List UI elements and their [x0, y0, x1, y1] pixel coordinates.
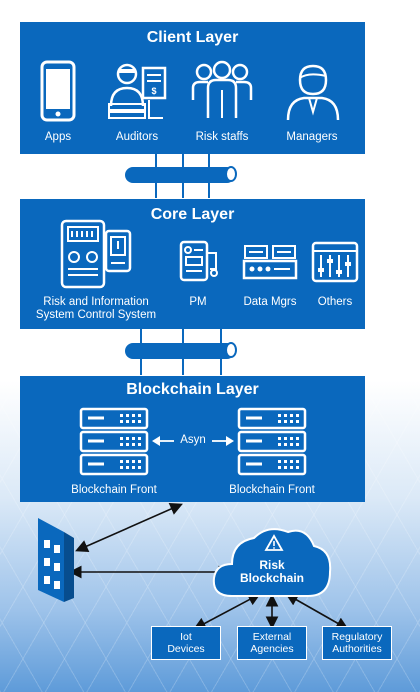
auditor-icon: $	[108, 63, 167, 119]
iot-devices-node: Iot Devices	[151, 626, 221, 660]
server-icon	[79, 407, 149, 476]
risk-staffs-label: Risk staffs	[195, 131, 249, 143]
core-layer-title: Core Layer	[150, 206, 235, 223]
bidirectional-arrow-icon	[152, 436, 234, 446]
managers-label: Managers	[286, 131, 338, 143]
core-layer: Core Layer Risk and Information System C…	[20, 199, 365, 329]
manager-icon	[286, 64, 340, 121]
pm-label: PM	[189, 296, 207, 308]
iot-devices-label: Iot Devices	[167, 631, 205, 655]
control-panel-icon	[60, 219, 132, 289]
bus-end	[225, 342, 237, 358]
server-icon	[237, 407, 307, 476]
data-bus	[125, 342, 237, 359]
regulatory-authorities-label: Regulatory Authorities	[331, 631, 383, 655]
others-label: Others	[317, 296, 353, 308]
client-layer-title: Client Layer	[146, 29, 239, 46]
blockchain-layer: Blockchain Layer Blockchain Front	[20, 376, 365, 502]
external-agencies-label: External Agencies	[250, 631, 294, 655]
asyn-label: Asyn	[180, 434, 206, 446]
risk-system-label: Risk and Information System Control Syst…	[35, 296, 157, 321]
equalizer-icon	[311, 241, 359, 283]
network-links	[68, 503, 349, 630]
auditors-label: Auditors	[115, 131, 159, 143]
data-mgrs-label: Data Mgrs	[243, 296, 297, 308]
building-icon	[38, 518, 74, 602]
smartphone-icon	[40, 60, 76, 122]
risk-blockchain-label: Risk Blockchain	[239, 558, 305, 585]
apps-label: Apps	[44, 131, 72, 143]
data-bus	[125, 166, 237, 183]
device-icon	[179, 240, 218, 282]
client-layer: Client Layer Apps $ Auditors Risk staffs	[20, 22, 365, 154]
blockchain-front-right-label: Blockchain Front	[229, 484, 315, 496]
blockchain-front-left-label: Blockchain Front	[71, 484, 157, 496]
cloud-icon	[212, 528, 332, 597]
bus-end	[225, 166, 237, 182]
console-icon	[242, 245, 298, 280]
regulatory-authorities-node: Regulatory Authorities	[322, 626, 392, 660]
external-agencies-node: External Agencies	[237, 626, 307, 660]
svg-text:$: $	[151, 86, 156, 96]
blockchain-layer-title: Blockchain Layer	[126, 381, 259, 398]
group-icon	[191, 60, 253, 118]
